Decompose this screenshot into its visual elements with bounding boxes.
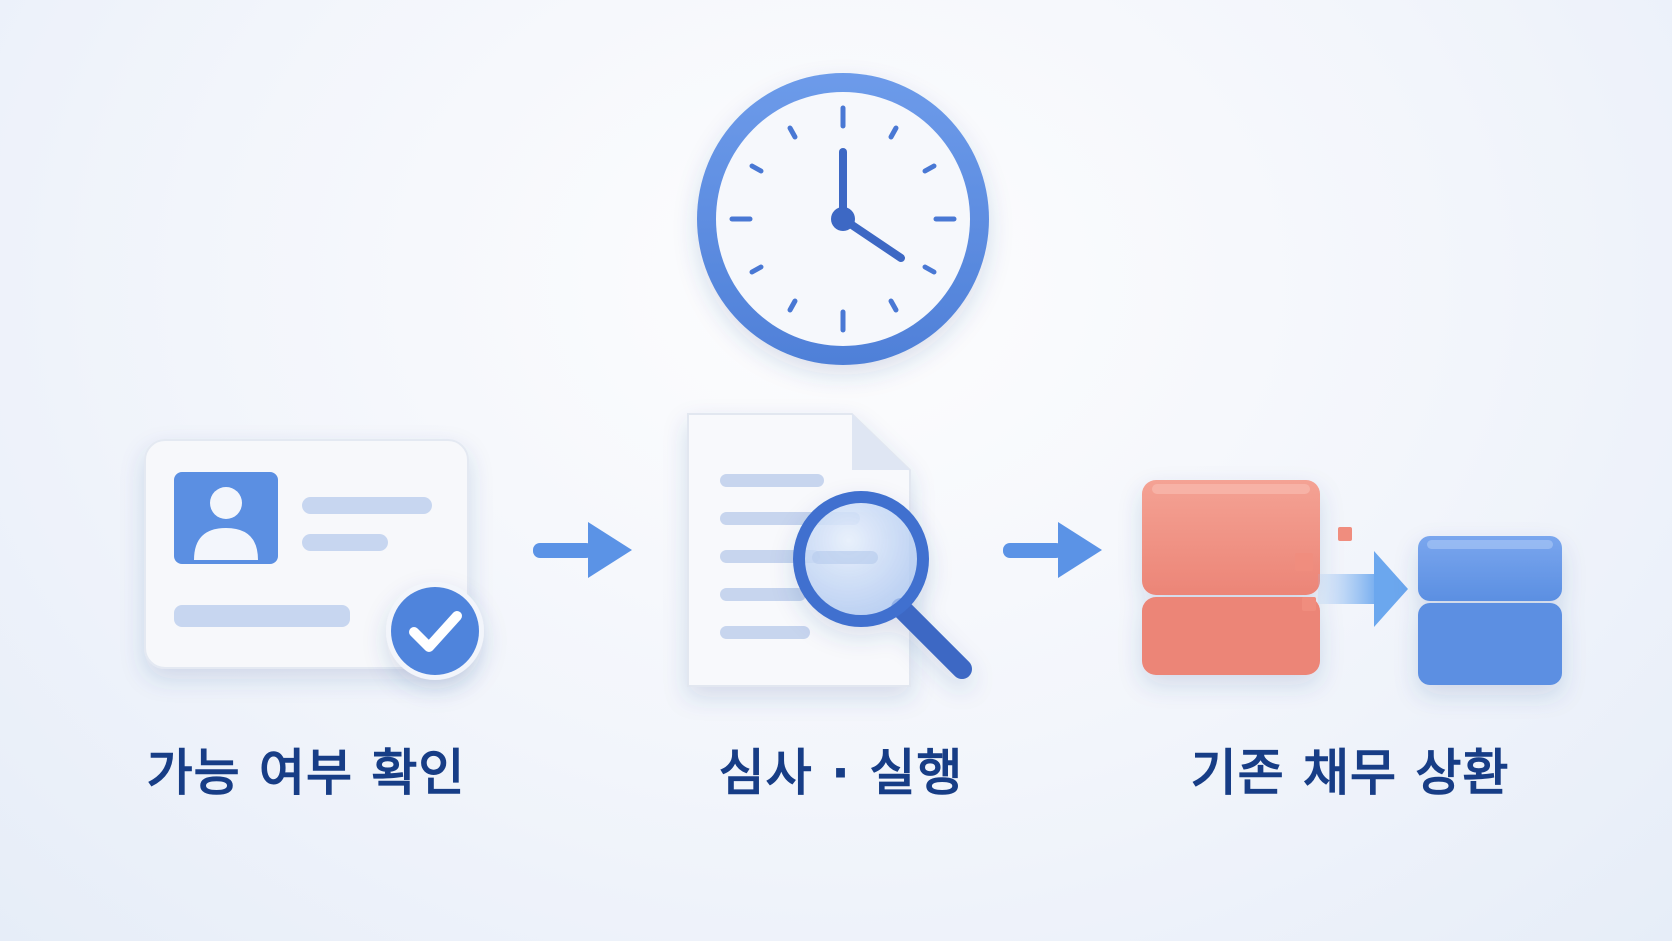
blue-block-stack (1418, 536, 1562, 685)
coral-block-stack (1142, 480, 1320, 675)
document-magnifier-icon (687, 413, 972, 687)
id-card-check-icon (144, 439, 484, 680)
block-transfer-icon (1142, 480, 1562, 685)
magnifier-icon (793, 491, 972, 679)
pixel-fragment (1295, 553, 1313, 571)
step-label-eligibility-check: 가능 여부 확인 (146, 744, 466, 802)
avatar-body (194, 528, 258, 560)
step-label-debt-repayment: 기존 채무 상환 (1190, 744, 1510, 802)
transfer-arrow-icon (1318, 551, 1408, 627)
arrow-right-icon (533, 522, 632, 578)
check-badge-icon (386, 582, 484, 680)
clock-icon (697, 73, 989, 365)
arrow-right-icon (1003, 522, 1102, 578)
clock-ticks (729, 105, 957, 333)
step-label-review-execution: 심사 · 실행 (718, 744, 964, 802)
avatar-head (210, 487, 242, 519)
pixel-fragment (1302, 597, 1316, 611)
pixel-fragment (1338, 527, 1352, 541)
